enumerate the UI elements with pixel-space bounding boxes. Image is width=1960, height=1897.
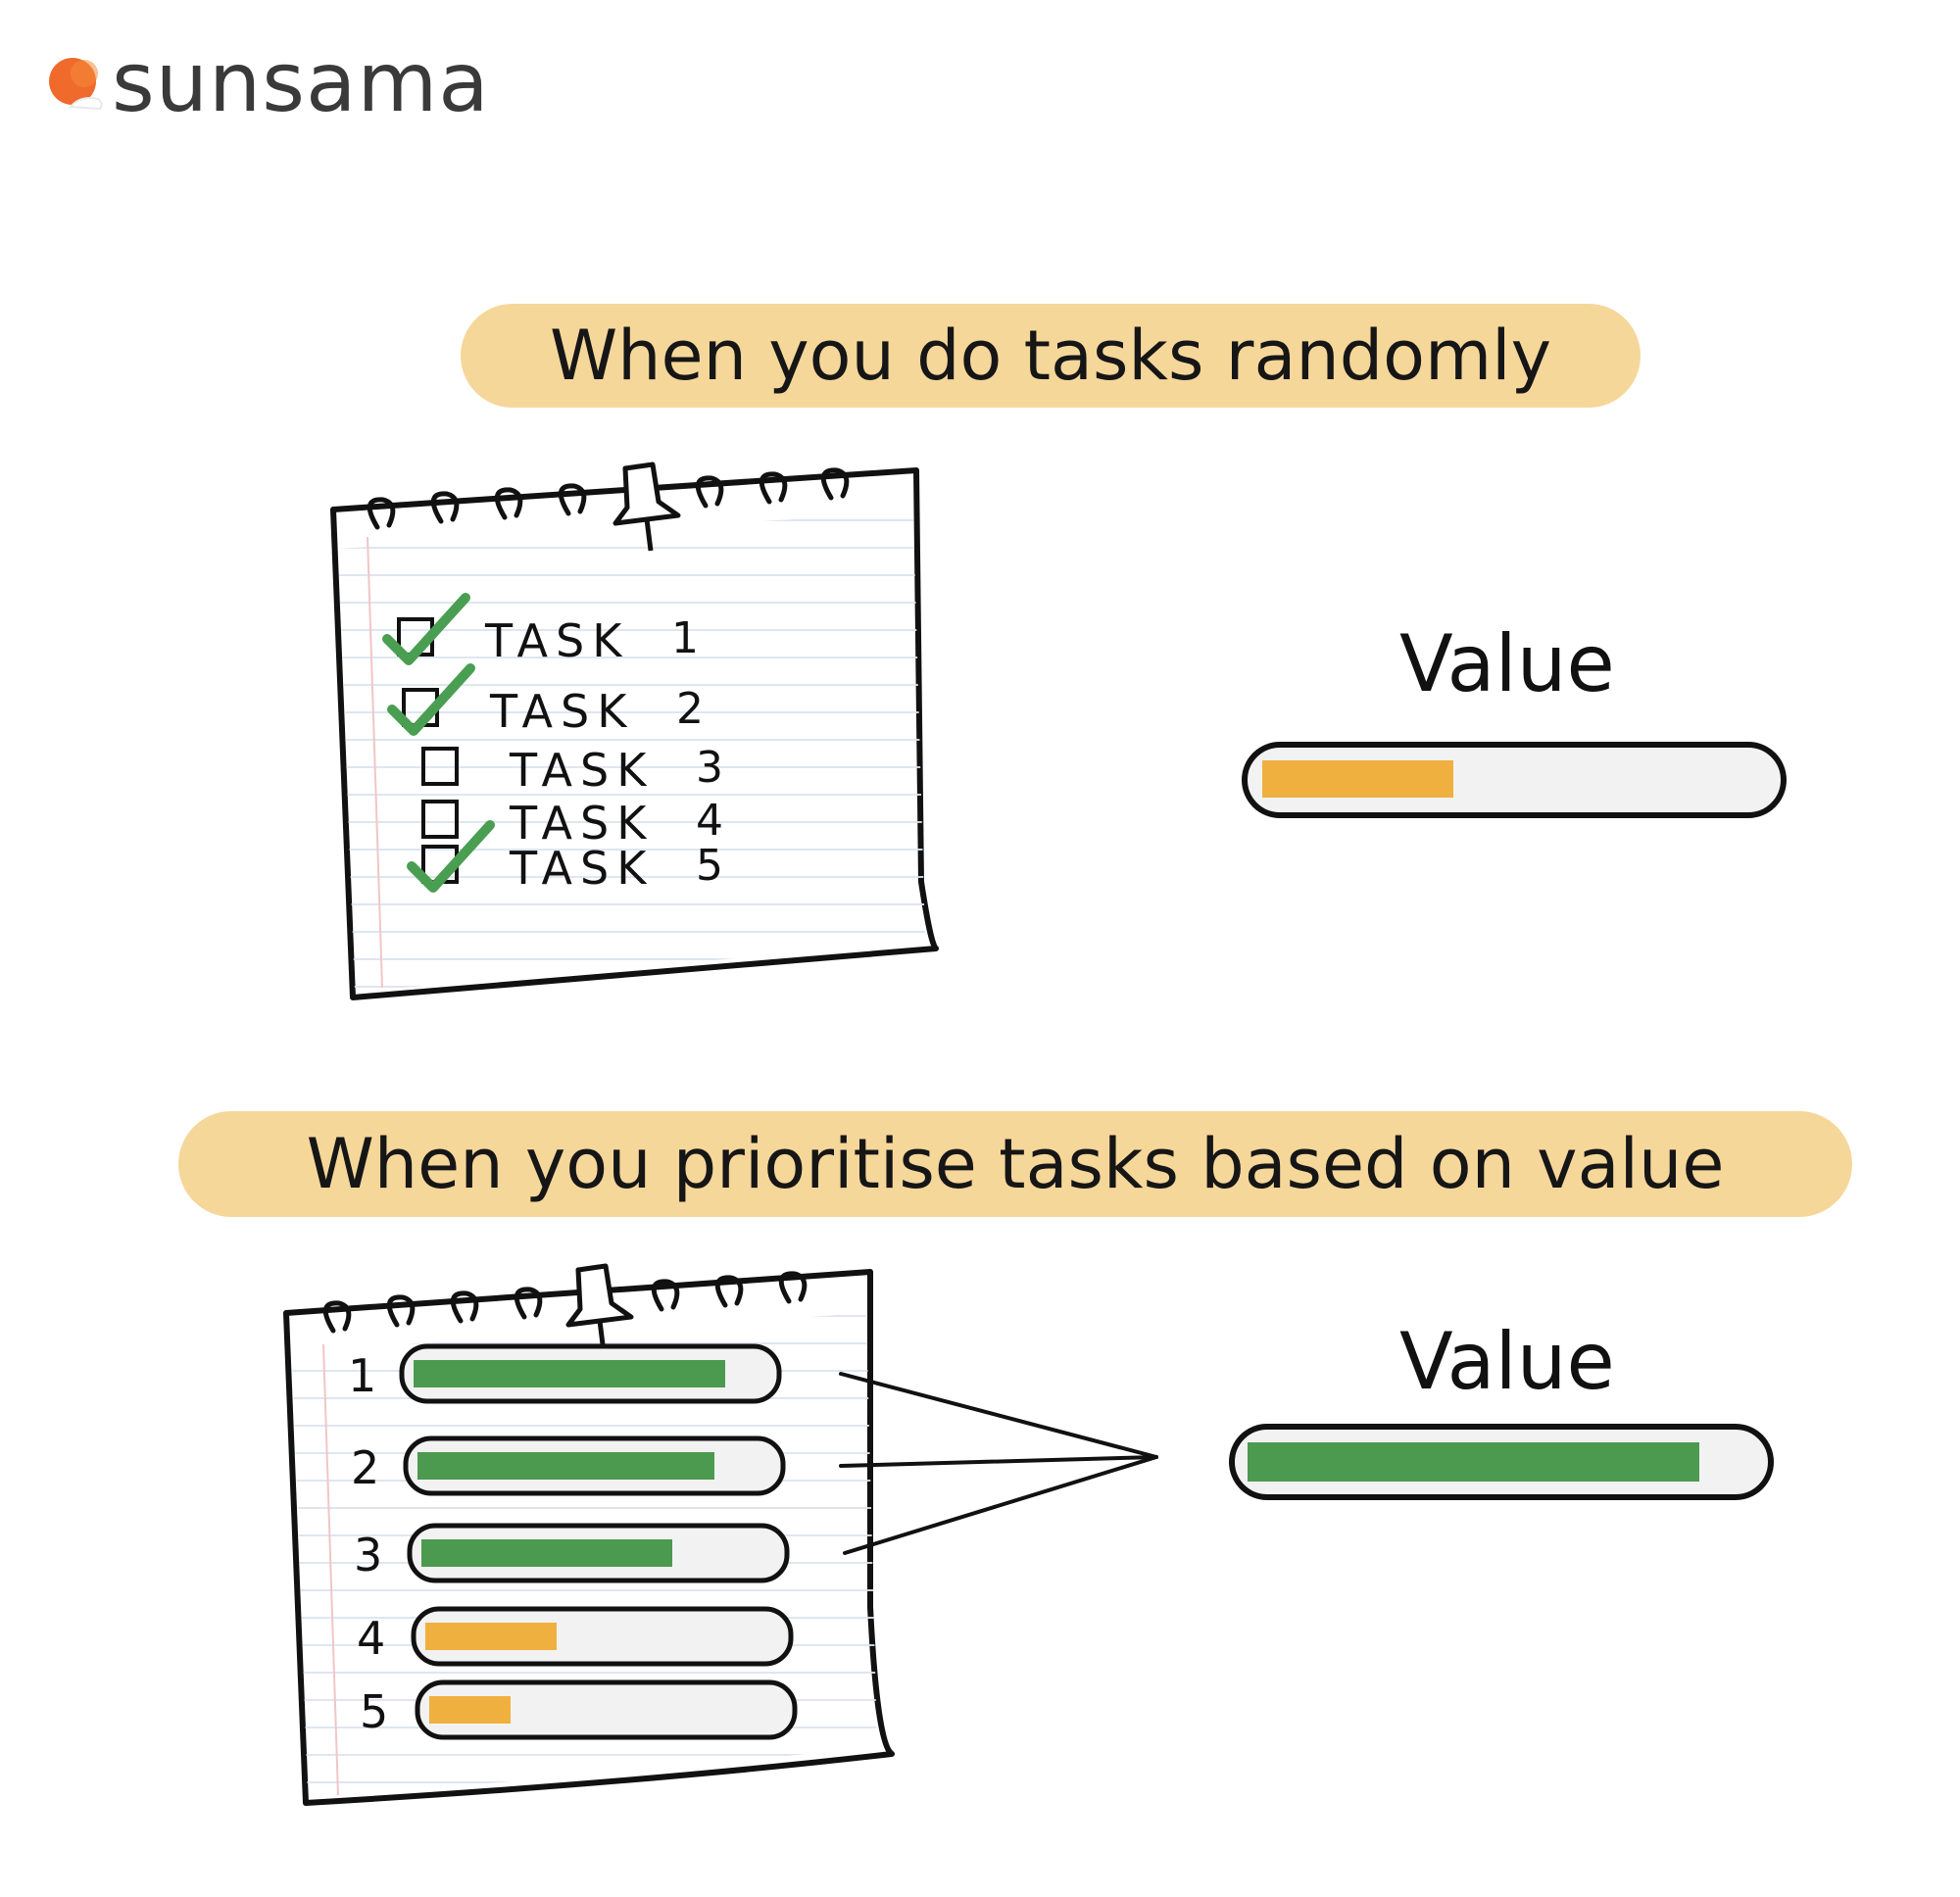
task-label: TASK bbox=[509, 842, 654, 895]
notepad-random bbox=[330, 462, 939, 1000]
checkmark-icon bbox=[387, 663, 475, 736]
task-row: TASK 4 bbox=[421, 796, 723, 850]
priority-row: 3 bbox=[354, 1523, 790, 1583]
heading-prioritised: When you prioritise tasks based on value bbox=[178, 1111, 1852, 1217]
value-label-random: Value bbox=[1399, 618, 1615, 709]
task-row: TASK 5 bbox=[407, 820, 723, 895]
priority-number: 3 bbox=[354, 1529, 382, 1581]
task-row: TASK 3 bbox=[421, 743, 723, 797]
priority-bar-fill bbox=[425, 1623, 557, 1650]
priority-row: 1 bbox=[348, 1343, 782, 1404]
priority-bar-track bbox=[415, 1679, 798, 1740]
task-label: TASK bbox=[509, 744, 654, 797]
sunsama-logo-icon bbox=[45, 52, 106, 113]
task-number: 1 bbox=[671, 613, 699, 663]
brand-name: sunsama bbox=[112, 34, 490, 130]
checkbox bbox=[421, 747, 459, 786]
value-bar-prioritised bbox=[1229, 1424, 1774, 1500]
task-number: 3 bbox=[696, 743, 723, 793]
task-list-prioritised: 1 2 3 4 5 bbox=[348, 1343, 798, 1740]
priority-row: 2 bbox=[351, 1435, 786, 1496]
priority-bar-fill bbox=[421, 1539, 672, 1567]
priority-bar-fill bbox=[429, 1696, 511, 1724]
priority-number: 2 bbox=[351, 1441, 379, 1494]
value-bar-prioritised-fill bbox=[1248, 1442, 1699, 1482]
checkmark-icon bbox=[407, 820, 495, 893]
task-label: TASK bbox=[489, 685, 634, 738]
priority-bar-fill bbox=[417, 1452, 714, 1480]
priority-bar-fill bbox=[414, 1360, 725, 1387]
priority-number: 4 bbox=[357, 1612, 385, 1665]
value-label-prioritised: Value bbox=[1399, 1316, 1615, 1407]
value-bar-random-fill bbox=[1262, 760, 1453, 798]
priority-number: 1 bbox=[348, 1349, 376, 1402]
task-number: 2 bbox=[676, 684, 704, 734]
priority-row: 4 bbox=[357, 1606, 794, 1667]
checkbox bbox=[421, 800, 459, 839]
checkmark-icon bbox=[382, 593, 470, 665]
priority-row: 5 bbox=[360, 1679, 798, 1740]
brand-logo: sunsama bbox=[45, 41, 490, 123]
pushpin-icon bbox=[565, 1263, 634, 1353]
task-label: TASK bbox=[509, 797, 654, 850]
heading-random: When you do tasks randomly bbox=[461, 304, 1641, 408]
task-number: 4 bbox=[696, 796, 723, 846]
connector-lines bbox=[839, 1372, 1158, 1555]
task-number: 5 bbox=[696, 841, 723, 891]
priority-number: 5 bbox=[360, 1685, 388, 1738]
task-label: TASK bbox=[484, 614, 629, 667]
task-row: TASK 2 bbox=[387, 663, 704, 738]
task-row: TASK 1 bbox=[382, 593, 699, 667]
value-bar-random bbox=[1242, 742, 1787, 818]
pushpin-icon bbox=[612, 462, 681, 552]
